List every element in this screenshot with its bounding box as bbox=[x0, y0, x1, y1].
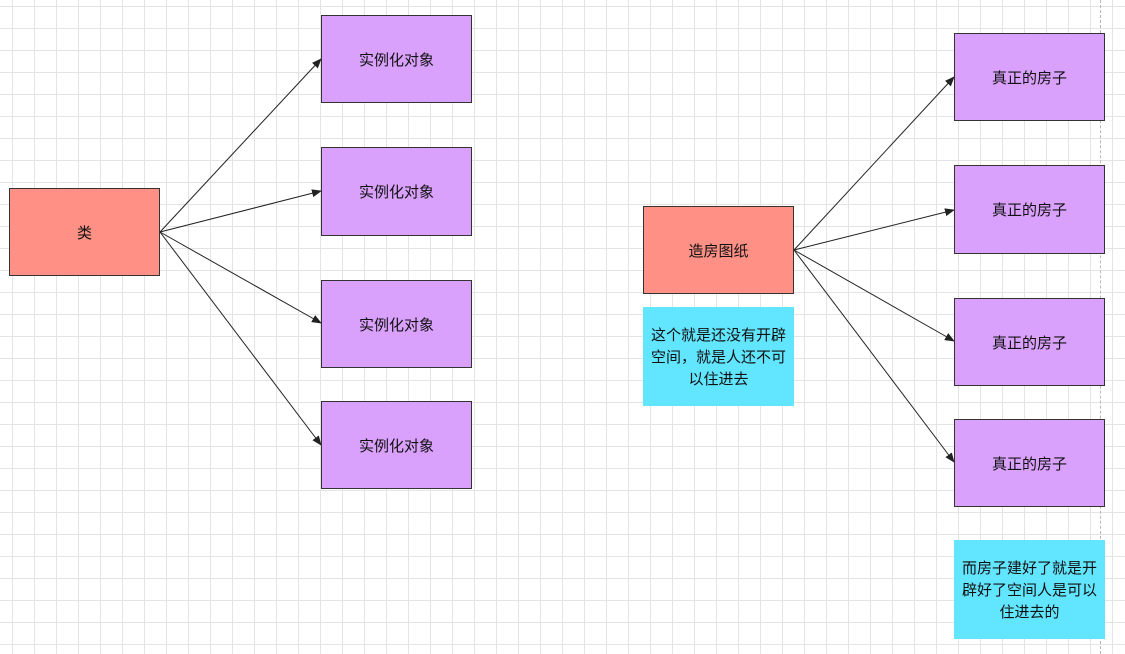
instance-object-node-1[interactable]: 实例化对象 bbox=[321, 15, 472, 103]
right-edges bbox=[793, 76, 955, 463]
real-house-node-2[interactable]: 真正的房子 bbox=[954, 165, 1105, 254]
blueprint-node[interactable]: 造房图纸 bbox=[643, 206, 794, 294]
edge-class-to-object-3[interactable] bbox=[159, 231, 322, 324]
real-house-node-3-label: 真正的房子 bbox=[991, 333, 1067, 352]
real-house-node-2-label: 真正的房子 bbox=[991, 201, 1067, 219]
instance-object-node-2[interactable]: 实例化对象 bbox=[321, 147, 472, 236]
left-edges bbox=[159, 58, 322, 446]
class-node-label: 类 bbox=[76, 223, 92, 242]
blueprint-note[interactable]: 这个就是还没有开辟空间，就是人还不可以住进去 bbox=[643, 307, 794, 406]
house-note[interactable]: 而房子建好了就是开辟好了空间人是可以住进去的 bbox=[954, 540, 1105, 639]
edge-blueprint-to-house-2[interactable] bbox=[793, 208, 955, 251]
blueprint-node-label: 造房图纸 bbox=[688, 241, 749, 260]
edge-blueprint-to-house-1[interactable] bbox=[793, 76, 955, 251]
real-house-node-1-label: 真正的房子 bbox=[991, 68, 1067, 87]
instance-object-node-2-label: 实例化对象 bbox=[358, 183, 434, 201]
real-house-node-4[interactable]: 真正的房子 bbox=[954, 419, 1105, 507]
edge-class-to-object-1[interactable] bbox=[159, 58, 322, 233]
edge-class-to-object-2[interactable] bbox=[159, 189, 322, 233]
instance-object-node-3[interactable]: 实例化对象 bbox=[321, 280, 472, 368]
instance-object-node-1-label: 实例化对象 bbox=[358, 50, 434, 69]
edge-blueprint-to-house-3[interactable] bbox=[793, 249, 955, 342]
blueprint-note-text: 这个就是还没有开辟空间，就是人还不可以住进去 bbox=[650, 325, 786, 388]
edge-blueprint-to-house-4[interactable] bbox=[793, 249, 955, 463]
class-node[interactable]: 类 bbox=[9, 188, 160, 276]
real-house-node-4-label: 真正的房子 bbox=[991, 454, 1067, 473]
instance-object-node-4-label: 实例化对象 bbox=[358, 436, 434, 455]
instance-object-node-3-label: 实例化对象 bbox=[358, 315, 434, 334]
real-house-node-1[interactable]: 真正的房子 bbox=[954, 33, 1105, 121]
edge-class-to-object-4[interactable] bbox=[159, 231, 322, 446]
real-house-node-3[interactable]: 真正的房子 bbox=[954, 298, 1105, 386]
instance-object-node-4[interactable]: 实例化对象 bbox=[321, 401, 472, 489]
house-note-text: 而房子建好了就是开辟好了空间人是可以住进去的 bbox=[961, 558, 1097, 621]
